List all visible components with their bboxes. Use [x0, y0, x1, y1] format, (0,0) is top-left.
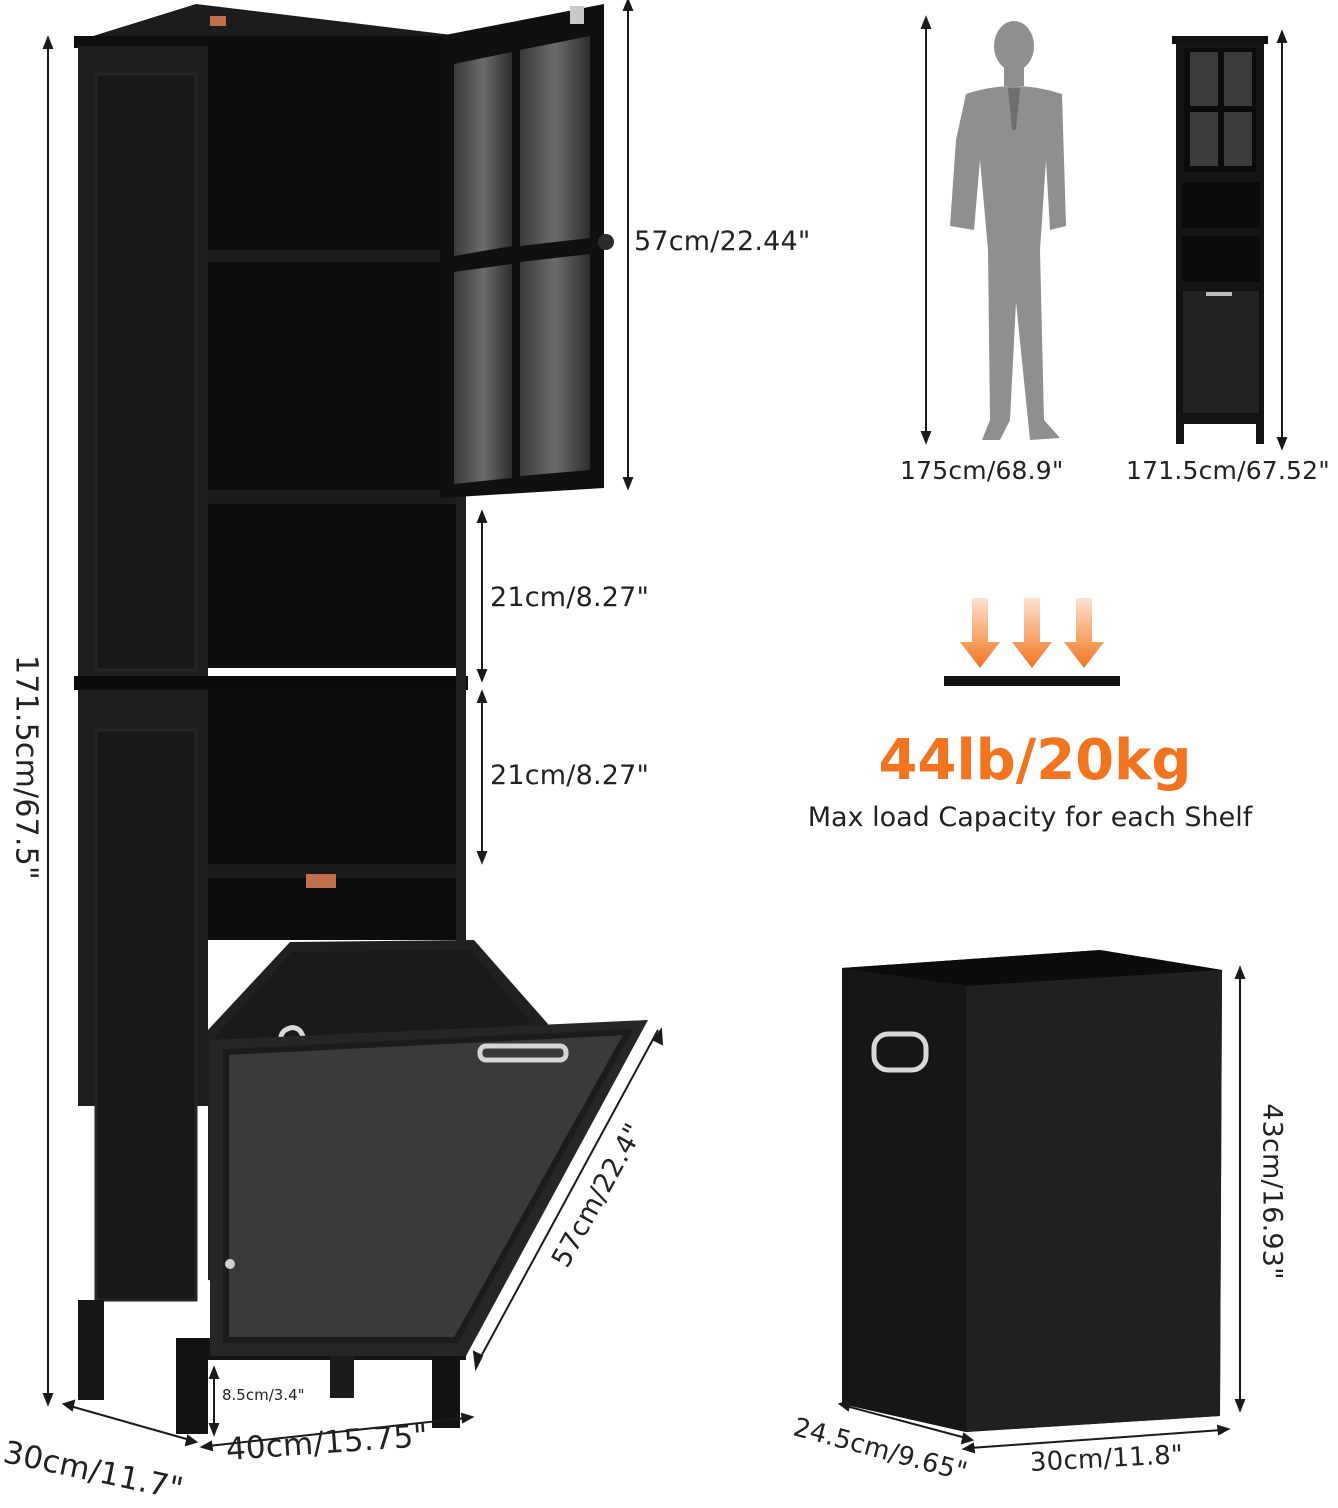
- load-bar: [944, 676, 1120, 686]
- person-height-label: 175cm/68.9": [900, 456, 1064, 485]
- shelf-2-height-label: 21cm/8.27": [490, 760, 650, 791]
- tilt-hamper: [208, 940, 648, 1356]
- dimension-lines: [42, 0, 664, 1452]
- load-capacity-caption: Max load Capacity for each Shelf: [807, 802, 1253, 833]
- shelf-1-height-label: 21cm/8.27": [490, 582, 650, 613]
- comparison-dimension-lines: [920, 15, 1288, 451]
- laundry-basket: [842, 950, 1222, 1432]
- load-arrows-icon: [960, 598, 1104, 668]
- cabinet: [74, 4, 468, 1434]
- basket-dimension-lines: [837, 965, 1246, 1454]
- load-capacity-value: 44lb/20kg: [878, 728, 1192, 793]
- total-height-label: 171.5cm/67.5": [8, 655, 44, 880]
- small-cabinet: [1172, 36, 1268, 444]
- glass-section-height-label: 57cm/22.44": [634, 226, 811, 257]
- leg-height-label: 8.5cm/3.4": [222, 1386, 305, 1404]
- basket-height-label: 43cm/16.93": [1256, 1103, 1288, 1280]
- cabinet-height-label: 171.5cm/67.52": [1126, 456, 1330, 485]
- person-silhouette: [950, 21, 1066, 440]
- glass-door: [440, 4, 614, 498]
